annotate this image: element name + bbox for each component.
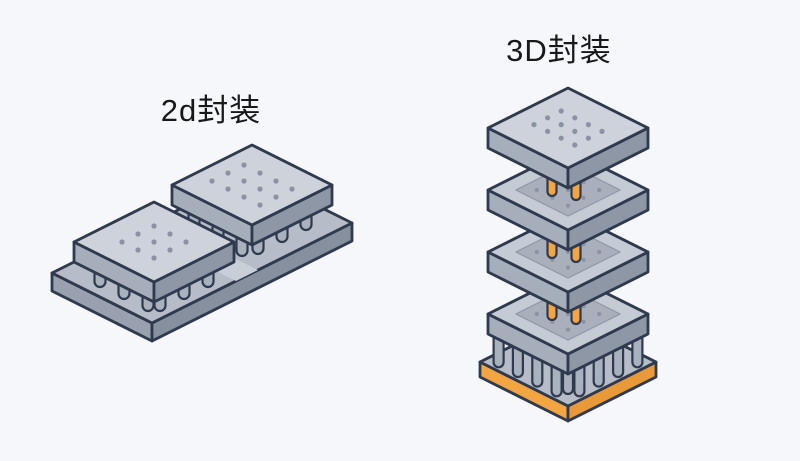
die-dot: [599, 128, 605, 134]
die-dot: [585, 135, 592, 141]
die-dot: [545, 128, 551, 134]
die-dot: [581, 257, 586, 262]
die-dot: [241, 194, 247, 200]
label-2d-packaging: 2d封装: [160, 93, 262, 128]
label-3d-packaging: 3D封装: [506, 33, 612, 68]
3d-package: [478, 86, 658, 423]
die-dot: [572, 128, 578, 134]
die-dot: [289, 186, 295, 192]
die-dot: [209, 178, 215, 184]
die-right: [170, 143, 334, 247]
die-dot: [151, 223, 157, 229]
die-dot: [534, 311, 539, 317]
die-dot: [257, 186, 263, 192]
die-left: [72, 200, 236, 304]
die-dot: [534, 187, 539, 193]
die-dot: [119, 239, 125, 245]
die-dot: [565, 203, 571, 208]
die-dot: [257, 170, 263, 176]
die-dot: [534, 249, 539, 255]
die-dot: [597, 187, 602, 193]
die-dot: [585, 122, 592, 128]
die-dot: [257, 202, 263, 208]
die-right-top-face: [170, 143, 334, 227]
die-layer-4: [486, 272, 650, 376]
die-dot: [597, 311, 602, 317]
die-layer-1: [486, 86, 650, 190]
die-dot: [167, 231, 173, 237]
die-dot: [225, 170, 231, 176]
die-layer-1-top-face: [486, 86, 650, 170]
die-dot: [572, 142, 578, 148]
die-dot: [565, 327, 571, 332]
top-die-dots: [531, 108, 605, 148]
die-dot: [183, 239, 189, 245]
die-dot: [572, 115, 578, 121]
die-dot: [565, 265, 571, 270]
die-dot: [597, 249, 602, 255]
die-dot: [581, 319, 586, 324]
die-dot: [241, 162, 247, 168]
die-dot: [151, 255, 157, 261]
die-dot: [531, 122, 537, 128]
die-dot: [151, 239, 157, 245]
die-dot: [167, 247, 173, 253]
die-dot: [273, 194, 279, 200]
die-dot: [581, 195, 586, 200]
die-dot: [135, 231, 141, 237]
die-dot: [135, 247, 141, 253]
die-dot: [273, 178, 279, 184]
die-dot: [241, 178, 247, 184]
die-right-dots: [209, 162, 295, 208]
die-dot: [545, 115, 551, 121]
die-dot: [558, 135, 564, 141]
2d-package: [50, 143, 354, 343]
die-dot: [225, 186, 231, 192]
die-dot: [558, 122, 564, 128]
recess-dots: [534, 172, 602, 208]
die-left-dots: [119, 223, 189, 261]
die-dot: [558, 108, 564, 114]
